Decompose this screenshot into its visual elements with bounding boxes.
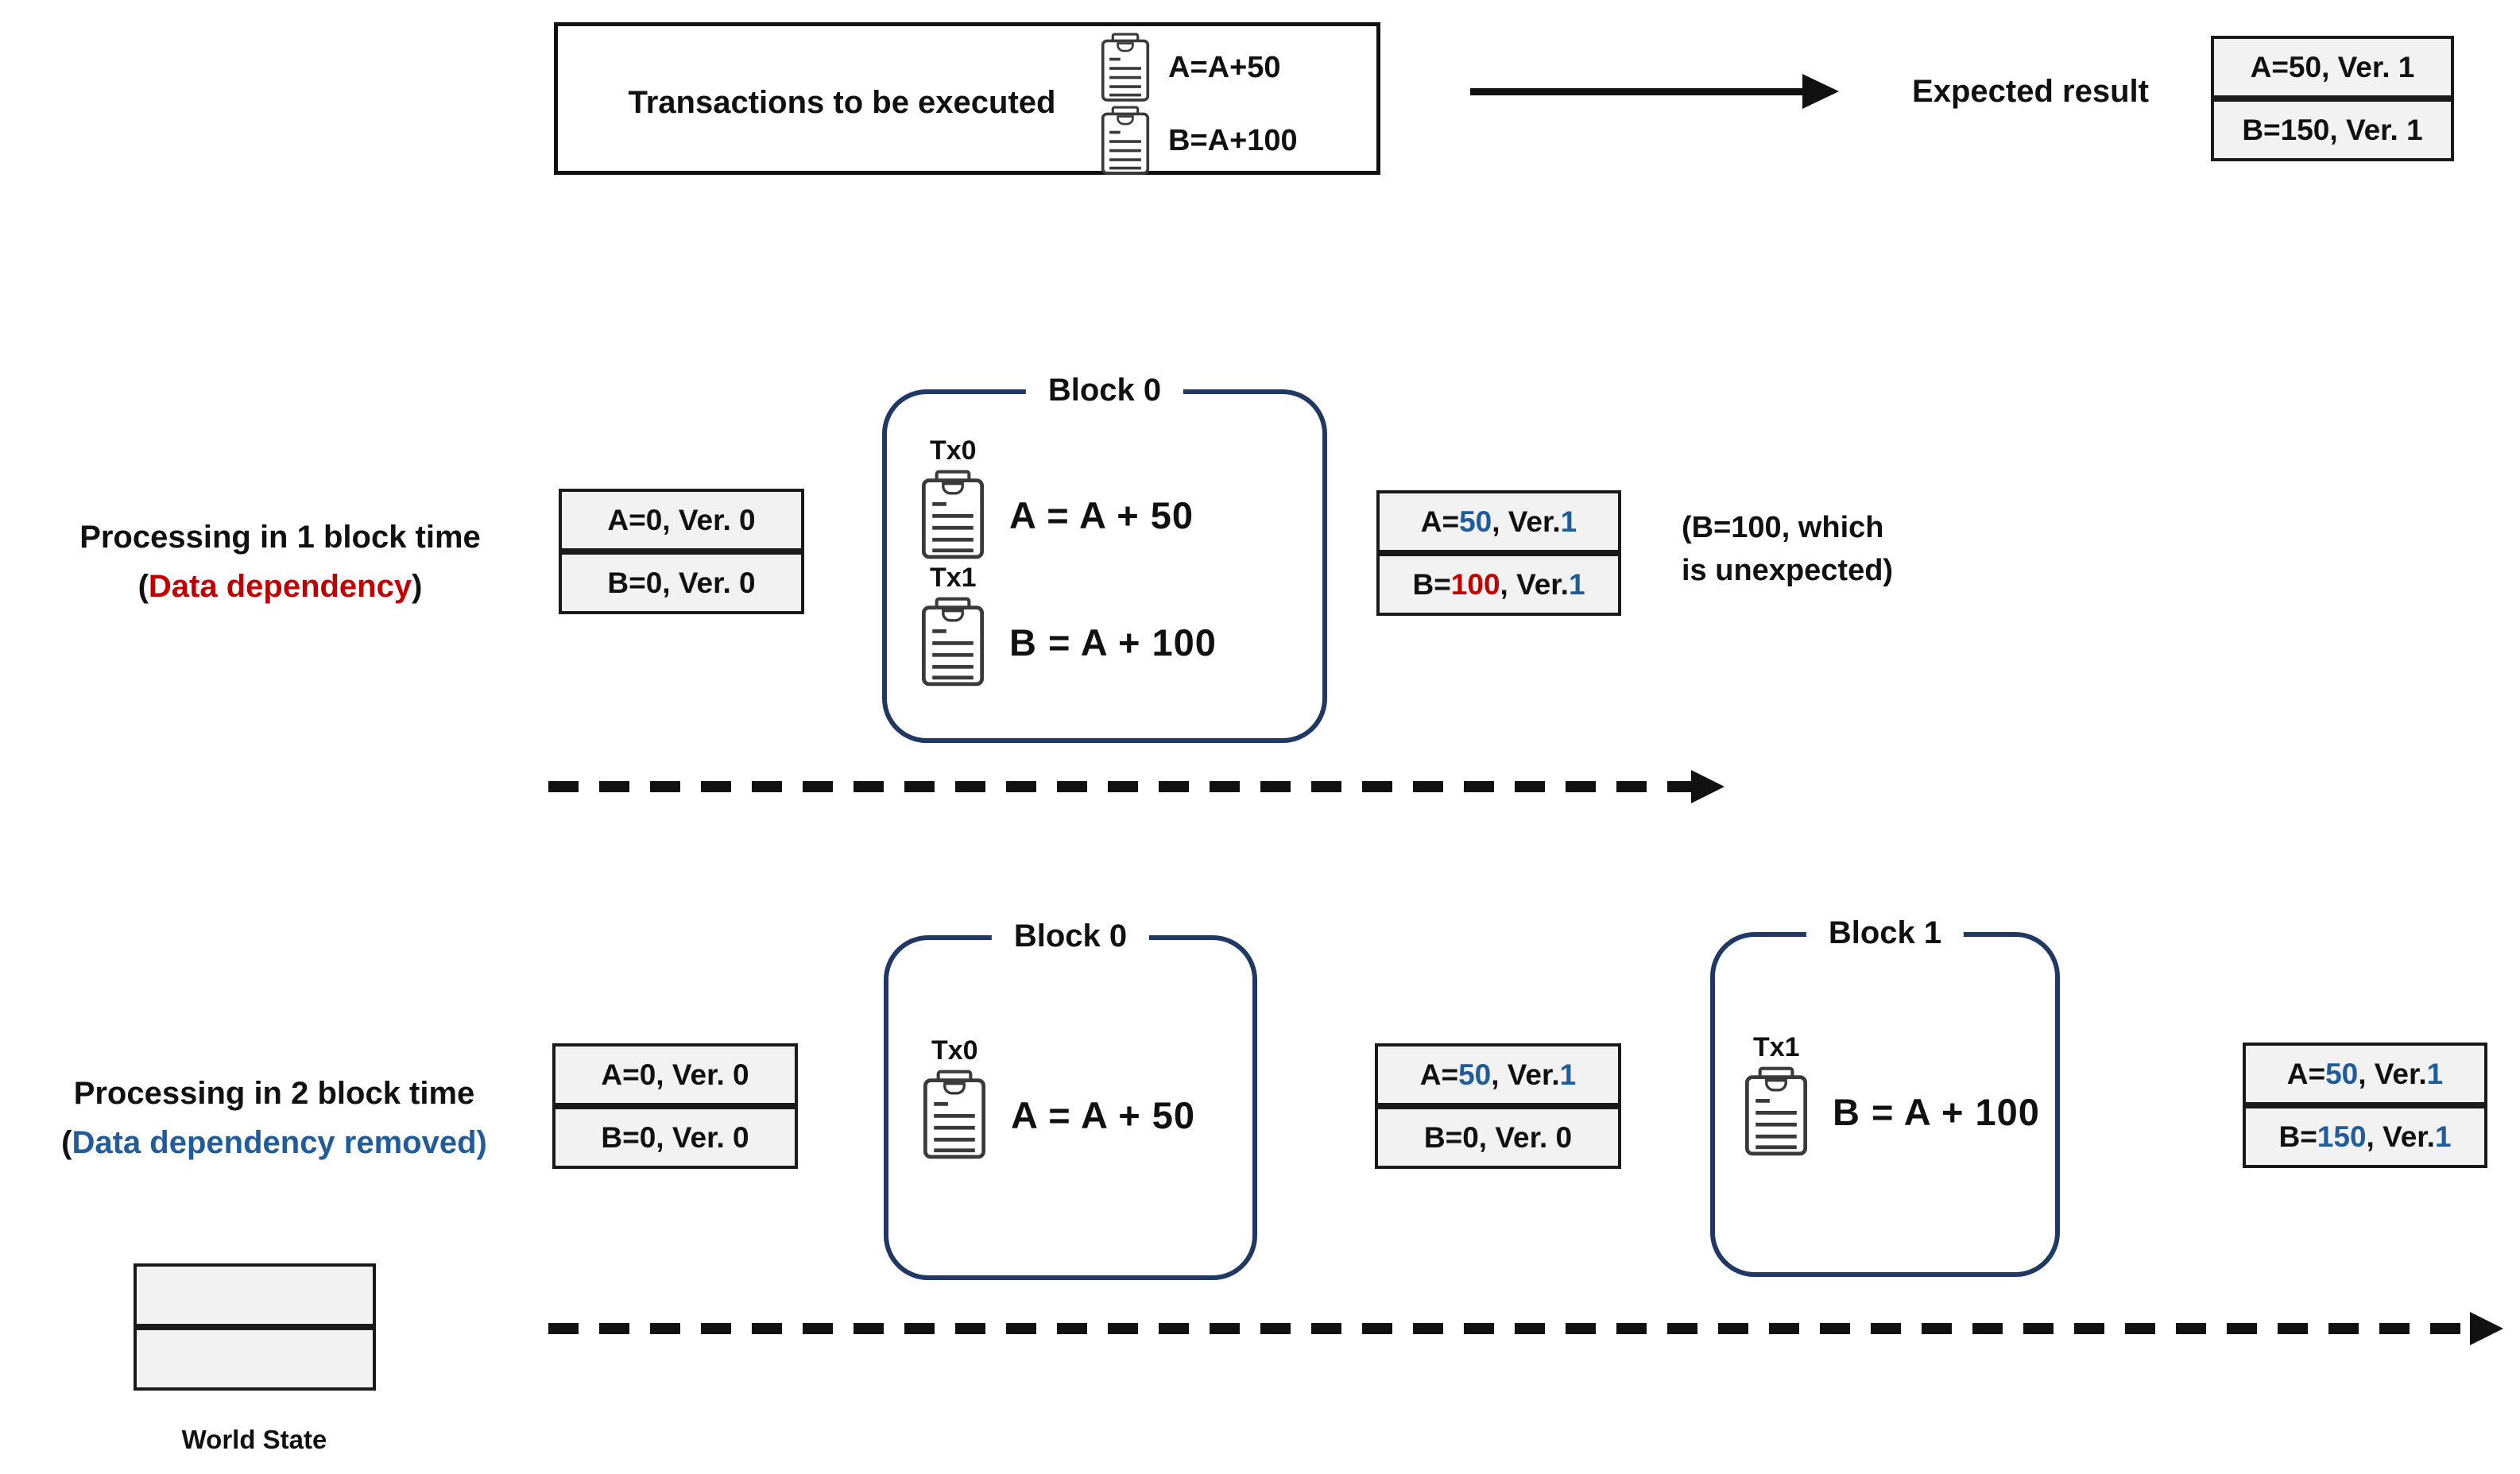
scenario2-tx0: Tx0 A = A + 50: [922, 1035, 1195, 1160]
scenario2-subtitle: (Data dependency removed): [61, 1125, 487, 1160]
scenario1-block0-title: Block 0: [1025, 373, 1184, 408]
scenario2-block0: Block 0 Tx0 A = A + 50: [884, 919, 1257, 1280]
tx1-code: B = A + 100: [1009, 621, 1217, 663]
scenario2-block0-title: Block 0: [991, 919, 1150, 954]
scenario1-timeline-arrow-head: [1691, 770, 1725, 803]
transaction-b-label: B=A+100: [1168, 124, 1298, 157]
scenario1-initial-state-table: A=0, Ver. 0 B=0, Ver. 0: [559, 489, 804, 614]
expected-result-label: Expected result: [1912, 74, 2149, 109]
scenario1-block0: Block 0 Tx0 A = A + 50 Tx1: [882, 373, 1327, 743]
table-row: A=50, Ver. 1: [2211, 36, 2454, 99]
scenario2-timeline-arrow-head: [2470, 1312, 2503, 1345]
solid-arrow-head: [1802, 74, 1839, 109]
world-state-label: World State: [181, 1425, 327, 1454]
solid-arrow: [1470, 88, 1807, 95]
tx0-label: Tx0: [930, 435, 977, 466]
tx0-code: A = A + 50: [1009, 493, 1194, 536]
expected-result-table: A=50, Ver. 1 B=150, Ver. 1: [2211, 36, 2454, 161]
table-row: B=100, Ver. 1: [1376, 553, 1621, 616]
scenario2-initial-state-table: A=0, Ver. 0 B=0, Ver. 0: [552, 1043, 798, 1169]
clipboard-icon: [1100, 33, 1151, 103]
clipboard-icon: [920, 470, 985, 560]
table-row: A=50, Ver. 1: [1376, 490, 1621, 553]
scenario1-result-state-table: A=50, Ver. 1 B=100, Ver. 1: [1376, 490, 1621, 616]
table-row: B=150, Ver. 1: [2243, 1105, 2487, 1168]
scenario2-timeline-arrow: [548, 1323, 2475, 1334]
scenario2-mid-state-table: A=50, Ver. 1 B=0, Ver. 0: [1375, 1043, 1621, 1169]
tx1-label: Tx1: [930, 563, 977, 593]
tx1-label: Tx1: [1753, 1032, 1800, 1062]
table-row: [134, 1327, 376, 1391]
clipboard-icon: [922, 1070, 987, 1160]
scenario1-title: Processing in 1 block time: [79, 520, 481, 555]
table-row: B=0, Ver. 0: [552, 1106, 798, 1169]
scenario2-label: Processing in 2 block time (Data depende…: [12, 1069, 536, 1167]
tx0-code: A = A + 50: [1011, 1093, 1196, 1136]
scenario2-title: Processing in 2 block time: [73, 1076, 475, 1111]
unexpected-note: (B=100, which is unexpected): [1682, 511, 1894, 587]
table-row: B=0, Ver. 0: [559, 551, 804, 614]
scenario1-subtitle: (Data dependency): [137, 569, 423, 604]
scenario1-timeline-arrow: [548, 781, 1697, 792]
scenario2-final-state-table: A=50, Ver. 1 B=150, Ver. 1: [2243, 1043, 2487, 1168]
tx1-code: B = A + 100: [1833, 1090, 2040, 1133]
scenario2-block1-title: Block 1: [1806, 915, 1965, 951]
scenario1-subtitle-emphasis: Data dependency: [148, 569, 412, 604]
clipboard-icon: [1744, 1066, 1809, 1157]
clipboard-icon: [1100, 106, 1151, 176]
clipboard-icon: [920, 597, 985, 687]
transactions-box: Transactions to be executed A=A+50 B=A+1…: [554, 22, 1380, 175]
scenario2-tx1: Tx1 B = A + 100: [1744, 1032, 2040, 1157]
table-row: A=0, Ver. 0: [559, 489, 804, 551]
scenario2-block1: Block 1 Tx1 B = A + 100: [1710, 915, 2060, 1277]
scenario2-subtitle-emphasis: Data dependency removed: [72, 1125, 477, 1160]
table-row: B=0, Ver. 0: [1375, 1106, 1621, 1169]
table-row: A=50, Ver. 1: [2243, 1043, 2487, 1105]
table-row: A=50, Ver. 1: [1375, 1043, 1621, 1106]
scenario1-tx1: Tx1 B = A + 100: [920, 563, 1217, 687]
world-state-legend-box: [134, 1263, 376, 1391]
tx0-label: Tx0: [931, 1035, 978, 1066]
transactions-box-label: Transactions to be executed: [628, 85, 1056, 120]
table-row: B=150, Ver. 1: [2211, 99, 2454, 161]
table-row: A=0, Ver. 0: [552, 1043, 798, 1106]
scenario1-tx0: Tx0 A = A + 50: [920, 435, 1194, 560]
transaction-a-label: A=A+50: [1168, 51, 1281, 84]
table-row: [134, 1263, 376, 1327]
scenario1-label: Processing in 1 block time (Data depende…: [32, 513, 528, 611]
